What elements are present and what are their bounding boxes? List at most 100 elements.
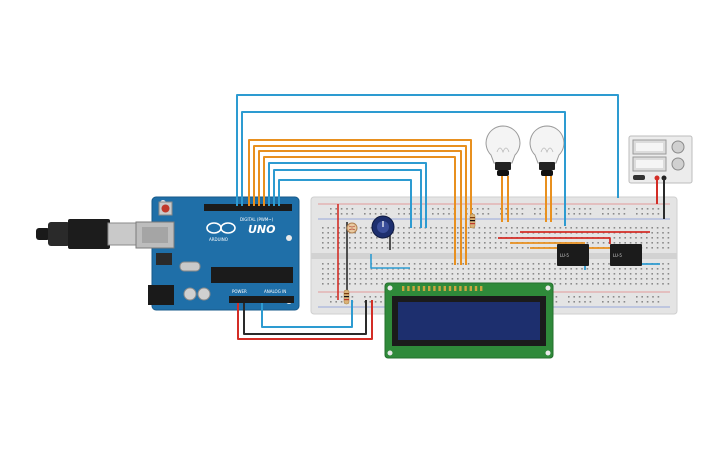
breadboard-hole [586, 283, 589, 285]
wire-orange[interactable] [263, 156, 456, 265]
resistor [343, 289, 350, 305]
breadboard-hole [511, 273, 513, 275]
arduino-uno: ARDUINO UNO DIGITAL (PWM~) POWER ANALOG … [135, 196, 300, 311]
wire-black[interactable] [243, 300, 367, 335]
breadboard-hole [457, 227, 459, 229]
usb-cable [36, 219, 139, 249]
breadboard-hole [467, 242, 470, 244]
breadboard-hole [646, 213, 649, 215]
breadboard-hole [589, 296, 592, 298]
mount-hole [387, 350, 393, 356]
breadboard-hole [413, 247, 416, 249]
breadboard-hole [635, 268, 637, 270]
wire-blue[interactable] [278, 179, 412, 228]
breadboard-hole [505, 213, 507, 215]
breadboard-hole [521, 268, 524, 270]
lcd-pin [428, 286, 431, 291]
breadboard-hole [419, 268, 421, 270]
breadboard-hole [369, 296, 371, 298]
breadboard-hole [555, 213, 558, 215]
breadboard-hole [619, 268, 621, 270]
breadboard-hole [602, 283, 605, 285]
breadboard-hole [511, 227, 513, 229]
breadboard-hole [380, 208, 382, 210]
breadboard-hole [392, 278, 394, 280]
breadboard-hole [340, 301, 343, 303]
breadboard-hole [612, 213, 615, 215]
breadboard-hole [484, 263, 486, 265]
breadboard-hole [419, 237, 421, 239]
wire-red[interactable] [498, 237, 611, 244]
breadboard-hole [484, 273, 486, 275]
current-knob-icon[interactable] [671, 157, 685, 171]
breadboard-hole [349, 242, 351, 244]
wire-blue[interactable] [273, 169, 422, 228]
breadboard-hole [414, 213, 416, 215]
breadboard-hole [473, 247, 475, 249]
bulb-glass-icon [485, 125, 521, 164]
wire-blue[interactable] [261, 300, 353, 328]
digital-header-label: DIGITAL (PWM~) [240, 217, 274, 222]
breadboard-hole [516, 278, 518, 280]
breadboard-hole [457, 263, 459, 265]
breadboard-hole [635, 283, 637, 285]
breadboard-hole [662, 273, 664, 275]
breadboard-hole [652, 208, 654, 210]
breadboard-hole [662, 283, 664, 285]
power-switch[interactable] [633, 175, 645, 180]
wire-blue[interactable] [241, 111, 566, 226]
breadboard-hole [397, 227, 400, 229]
wire-blue[interactable] [268, 162, 427, 228]
lcd-pin-header [402, 286, 483, 291]
wire-orange[interactable] [253, 145, 467, 265]
resistor-band [344, 296, 349, 298]
breadboard-hole [457, 232, 459, 234]
breadboard-hole [624, 227, 626, 229]
breadboard-hole [370, 232, 373, 234]
wire-blue[interactable] [370, 254, 410, 269]
breadboard-hole [403, 232, 405, 234]
breadboard-hole [408, 263, 410, 265]
breadboard-hole [573, 301, 575, 303]
breadboard-hole [527, 263, 529, 265]
potentiometer[interactable] [371, 215, 395, 239]
breadboard-hole [351, 213, 354, 215]
breadboard-hole [327, 263, 329, 265]
breadboard-hole [489, 227, 491, 229]
wire-orange[interactable] [248, 139, 472, 228]
breadboard-hole [573, 296, 575, 298]
breadboard-hole [640, 278, 643, 280]
breadboard-hole [646, 227, 648, 229]
breadboard-hole [343, 273, 346, 275]
breadboard-hole [413, 273, 416, 275]
breadboard-hole [370, 273, 373, 275]
breadboard-hole [413, 232, 416, 234]
breadboard-hole [505, 232, 508, 234]
breadboard-hole [467, 227, 470, 229]
breadboard-hole [505, 263, 508, 265]
breadboard-hole [602, 208, 604, 210]
breadboard-hole [385, 208, 388, 210]
breadboard-hole [327, 237, 329, 239]
lcd-screen [398, 302, 540, 340]
breadboard-hole [327, 232, 329, 234]
breadboard-hole [607, 208, 609, 210]
reset-button-cap[interactable] [161, 204, 170, 213]
breadboard-hole [607, 296, 609, 298]
breadboard-hole [359, 242, 362, 244]
wire-red[interactable] [237, 300, 373, 340]
breadboard-hole [667, 227, 670, 229]
breadboard-hole [489, 237, 491, 239]
breadboard-hole [359, 263, 362, 265]
breadboard-hole [374, 296, 377, 298]
breadboard-hole [424, 278, 427, 280]
breadboard-hole [430, 227, 432, 229]
breadboard-hole [440, 263, 443, 265]
breadboard-hole [462, 278, 464, 280]
wire-blue[interactable] [236, 94, 619, 206]
breadboard-hole [467, 268, 470, 270]
breadboard-hole [446, 232, 448, 234]
wire-orange[interactable] [258, 150, 462, 265]
breadboard-hole [440, 247, 443, 249]
voltage-knob-icon[interactable] [671, 140, 685, 154]
